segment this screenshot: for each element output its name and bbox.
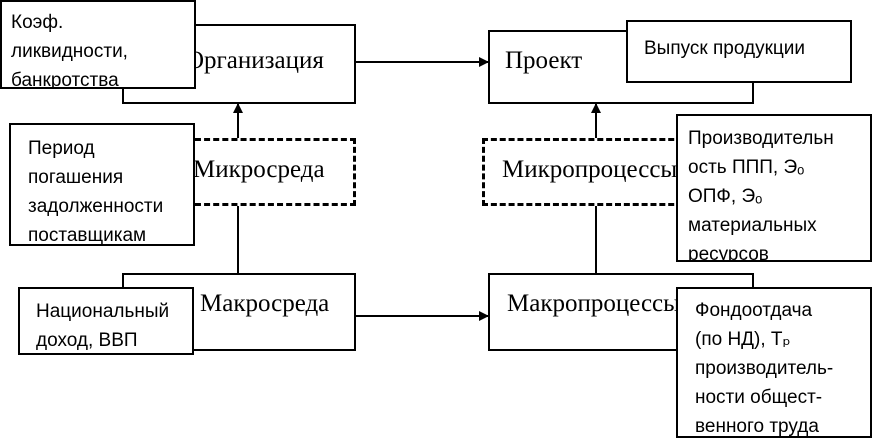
note-debt-period-line-3: задолженности <box>28 196 164 217</box>
note-productivity-line-4: материальных <box>688 215 817 236</box>
note-capital-productivity: Фондоотдача (по НД), Tₚ производитель- н… <box>676 287 872 438</box>
macroenv-label: Макросреда <box>200 290 330 317</box>
note-capital-productivity-line-2: (по НД), Tₚ <box>695 329 791 350</box>
note-debt-period: Период погашения задолженности поставщик… <box>9 123 195 246</box>
organization-label: Организация <box>186 47 324 74</box>
project-label: Проект <box>505 47 583 74</box>
microenv-label: Микросреда <box>193 156 325 183</box>
note-capital-productivity-line-3: производитель- <box>695 358 834 379</box>
note-liquidity-line-3: банкротства <box>11 70 119 89</box>
note-output-text: Выпуск продукции <box>644 38 806 59</box>
note-debt-period-line-2: погашения <box>28 167 124 188</box>
note-output: Выпуск продукции <box>626 20 852 83</box>
note-productivity-line-1: Производительн <box>688 128 834 149</box>
note-debt-period-line-1: Период <box>28 138 95 159</box>
macroenv-box: Макросреда <box>122 273 356 351</box>
note-productivity-line-5: ресурсов <box>688 244 769 262</box>
note-productivity-line-2: ость ППП, Эₒ <box>688 157 805 178</box>
note-capital-productivity-line-5: венного труда <box>695 416 819 437</box>
note-productivity: Производительн ость ППП, Эₒ ОПФ, Эₒ мате… <box>676 114 872 262</box>
note-productivity-line-3: ОПФ, Эₒ <box>688 186 763 207</box>
macroproc-label: Макропроцессы <box>507 290 680 317</box>
note-national-income-line-2: доход, ВВП <box>36 330 138 351</box>
note-debt-period-line-4: поставщикам <box>28 225 147 246</box>
note-liquidity-line-2: ликвидности, <box>11 41 128 62</box>
note-national-income-line-1: Национальный <box>36 301 170 322</box>
note-liquidity-line-1: Коэф. <box>11 12 64 33</box>
note-liquidity: Коэф. ликвидности, банкротства <box>0 0 196 89</box>
note-national-income: Национальный доход, ВВП <box>18 287 194 355</box>
note-capital-productivity-line-1: Фондоотдача <box>695 300 813 321</box>
microproc-label: Микропроцессы <box>502 156 678 183</box>
note-capital-productivity-line-4: ности общест- <box>695 387 823 408</box>
